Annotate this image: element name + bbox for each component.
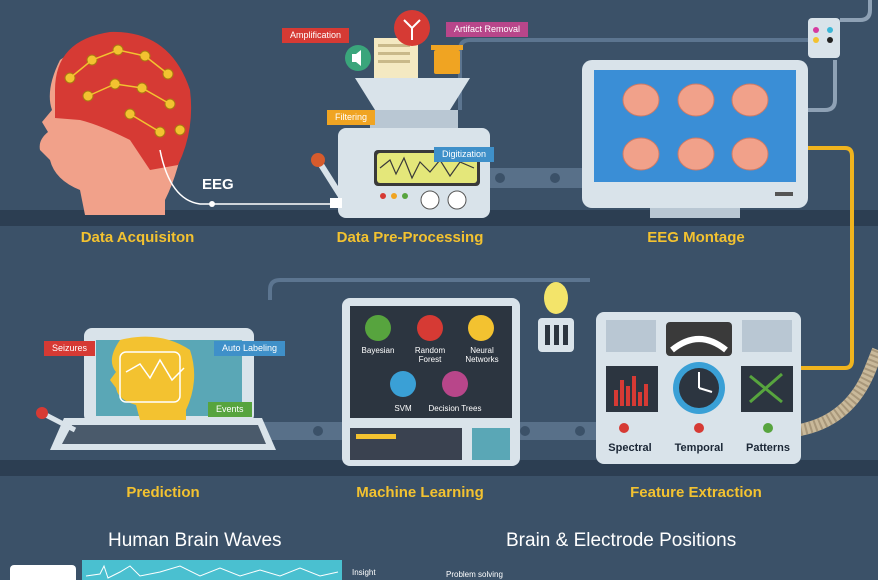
ml-method-svm: SVM — [394, 404, 412, 413]
insight-label: Insight — [352, 568, 376, 577]
pipe-mid — [268, 278, 590, 300]
tag-auto-labeling: Auto Labeling — [214, 341, 286, 356]
stage-prediction: Prediction — [126, 484, 200, 501]
stage-data-preprocessing: Data Pre-Processing — [336, 229, 484, 246]
problem-solving-label: Problem solving — [446, 570, 503, 579]
tag-amplification: Amplification — [282, 28, 350, 43]
stage-feature-extraction: Feature Extraction — [630, 484, 762, 501]
tag-filtering: Filtering — [327, 110, 376, 125]
tag-seizures: Seizures — [44, 341, 96, 356]
tag-events: Events — [208, 402, 252, 417]
light-bulb — [544, 282, 568, 314]
trash-icon — [434, 50, 460, 74]
ml-method-bayesian: Bayesian — [361, 346, 395, 355]
tag-digitization: Digitization — [434, 147, 495, 162]
ml-method-random-forest: Random Forest — [414, 346, 446, 364]
electrode-positions-title: Brain & Electrode Positions — [506, 530, 737, 551]
feature-temporal: Temporal — [674, 442, 724, 454]
brain-maps — [622, 83, 769, 171]
feature-spectral: Spectral — [608, 442, 652, 454]
brand-badge — [10, 565, 76, 580]
funnel — [355, 78, 470, 110]
ml-method-decision-trees: Decision Trees — [428, 404, 482, 413]
gray-cable — [808, 60, 837, 112]
yellow-cable — [800, 146, 854, 370]
eeg-wires — [159, 149, 330, 205]
stage-machine-learning: Machine Learning — [356, 484, 484, 501]
tag-artifact-removal: Artifact Removal — [446, 22, 529, 37]
upper-conveyor — [486, 168, 596, 188]
head-silhouette — [110, 336, 195, 420]
corrugated-hose — [798, 347, 878, 436]
brain-waves-title: Human Brain Waves — [108, 530, 282, 551]
stage-data-acquisition: Data Acquisiton — [80, 229, 195, 246]
ml-method-neural-networks: Neural Networks — [465, 346, 499, 364]
stage-eeg-montage: EEG Montage — [647, 229, 745, 246]
feature-patterns: Patterns — [745, 442, 791, 454]
eeg-label: EEG — [202, 176, 234, 193]
connector-box — [808, 18, 840, 58]
brain-wave-strip — [82, 560, 342, 580]
